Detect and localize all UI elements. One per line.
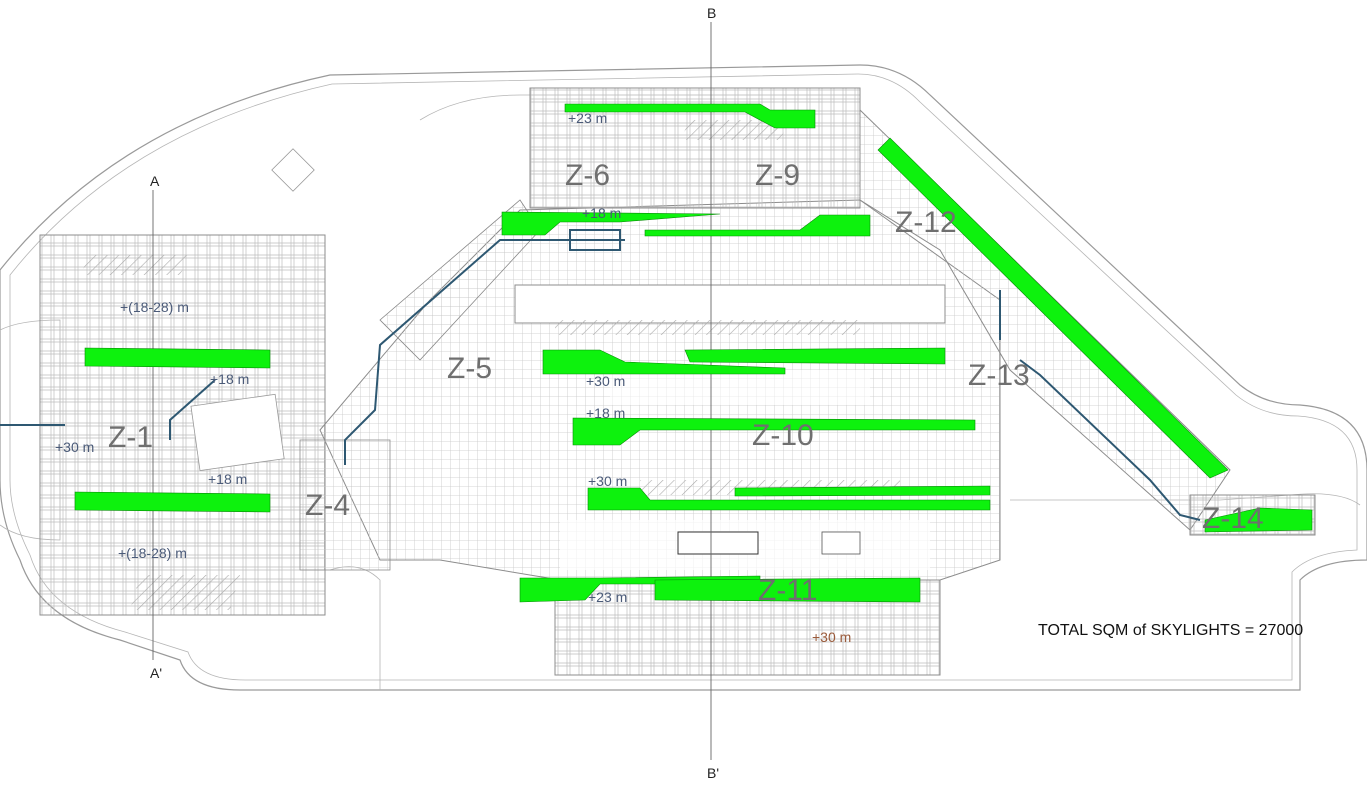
elevation-label: +30 m [588, 473, 627, 489]
zone-label-z14: Z-14 [1202, 502, 1264, 535]
section-a-bottom: A' [150, 665, 162, 681]
section-markers: A A' B B' [150, 5, 719, 781]
elevation-label: +18 m [586, 405, 625, 421]
skylight-z10-c [734, 485, 991, 497]
structural-beams [0, 229, 1201, 521]
elevation-label: +30 m [55, 439, 94, 455]
skylight-z5-a [542, 349, 786, 375]
elevation-labels: +(18-28) m +18 m +30 m +18 m +(18-28) m … [55, 110, 851, 645]
zone-labels: Z-1 Z-4 Z-5 Z-6 Z-9 Z-10 Z-11 Z-12 Z-13 … [108, 159, 1264, 607]
skylight-z6-mid [501, 211, 721, 236]
skylight-z1-top [84, 347, 271, 369]
section-b-top: B [707, 5, 716, 21]
skylight-z1-bottom [74, 491, 271, 513]
section-b-bottom: B' [707, 765, 719, 781]
elevation-label: +18 m [210, 371, 249, 387]
skylight-z12 [877, 137, 1229, 479]
zone-label-z10: Z-10 [752, 419, 814, 452]
skylight-z10-b [587, 487, 991, 511]
zone-label-z12: Z-12 [895, 206, 957, 239]
elevation-label: +18 m [208, 471, 247, 487]
zone-label-z13: Z-13 [968, 359, 1030, 392]
skylights [74, 103, 1313, 603]
total-skylight-area-label: TOTAL SQM of SKYLIGHTS = 27000 [1038, 622, 1303, 639]
zone-label-z1: Z-1 [108, 421, 153, 454]
zone-label-z11: Z-11 [758, 574, 817, 607]
skylight-z9 [644, 214, 871, 237]
elevation-label: +(18-28) m [120, 299, 189, 315]
elevation-label: +18 m [582, 205, 621, 221]
zone-label-z5: Z-5 [447, 352, 492, 385]
section-a-top: A [150, 173, 160, 189]
zone-label-z4: Z-4 [305, 489, 350, 522]
skylight-z5-b [684, 347, 946, 365]
skylight-z6-top [564, 103, 816, 129]
skylight-z10 [572, 417, 976, 446]
elevation-label: +(18-28) m [118, 545, 187, 561]
zone-label-z6: Z-6 [565, 159, 610, 192]
elevation-label: +30 m [586, 373, 625, 389]
skylight-z11-b [654, 577, 921, 603]
elevation-label: +30 m [812, 629, 851, 645]
elevation-label: +23 m [588, 589, 627, 605]
zone-label-z9: Z-9 [755, 159, 800, 192]
elevation-label: +23 m [568, 110, 607, 126]
section-lines [152, 22, 712, 760]
skylight-z14 [1204, 507, 1313, 533]
